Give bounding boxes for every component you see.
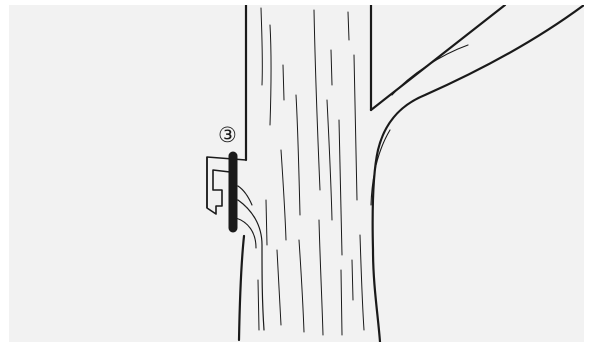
branch-lower-edge [373, 5, 584, 342]
branch-inner-line [392, 45, 468, 95]
diagram-panel: ③ [9, 5, 584, 342]
branch-upper-edge [371, 5, 505, 110]
tree-trunk-illustration [9, 5, 584, 342]
trunk-left-lower-edge [239, 236, 244, 340]
callout-number-3: ③ [218, 125, 237, 146]
bark-flap [207, 157, 246, 214]
